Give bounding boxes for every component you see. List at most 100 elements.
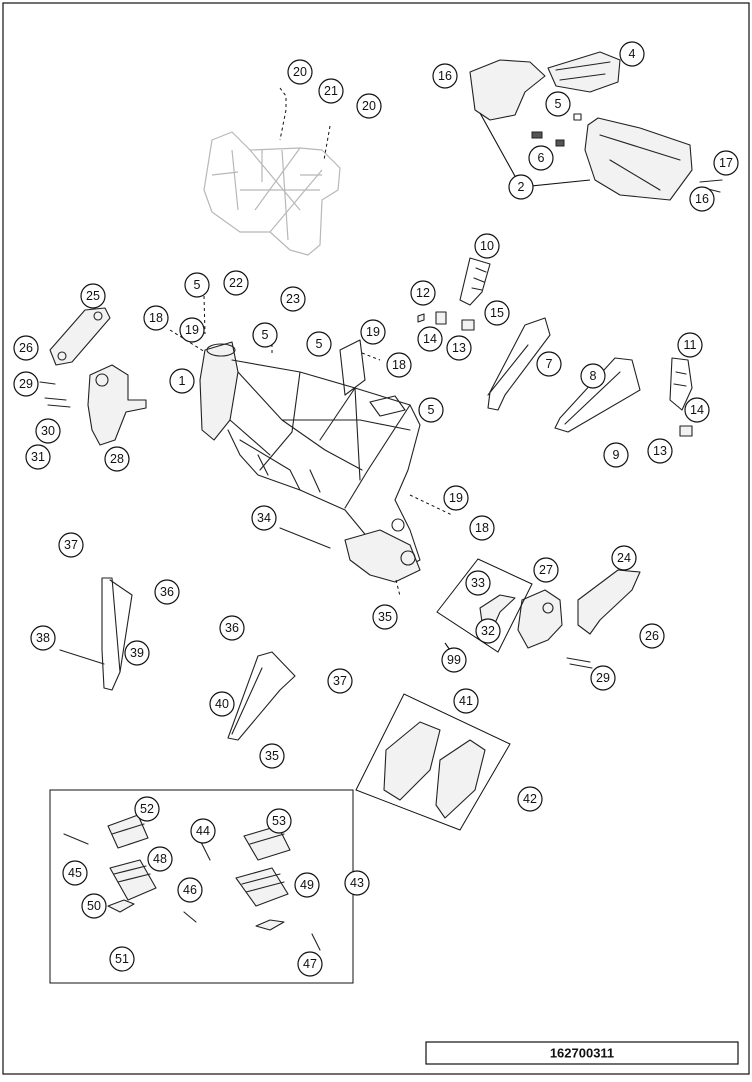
svg-text:26: 26 <box>645 629 659 643</box>
callout-20-a[interactable]: 20 <box>287 59 313 85</box>
svg-text:46: 46 <box>183 883 197 897</box>
callout-46[interactable]: 46 <box>177 877 203 903</box>
svg-text:18: 18 <box>149 311 163 325</box>
svg-text:41: 41 <box>459 694 473 708</box>
callout-16-a[interactable]: 16 <box>432 63 458 89</box>
callout-37-b[interactable]: 37 <box>327 668 353 694</box>
callout-13-b[interactable]: 13 <box>647 438 673 464</box>
svg-text:5: 5 <box>262 328 269 342</box>
callout-34[interactable]: 34 <box>251 505 277 531</box>
callout-26-a[interactable]: 26 <box>13 335 39 361</box>
callout-50[interactable]: 50 <box>81 893 107 919</box>
svg-text:12: 12 <box>416 286 430 300</box>
callout-51[interactable]: 51 <box>109 946 135 972</box>
svg-text:15: 15 <box>490 306 504 320</box>
callout-42[interactable]: 42 <box>517 786 543 812</box>
callout-5-c[interactable]: 5 <box>306 331 332 357</box>
callout-5-b[interactable]: 5 <box>252 322 278 348</box>
svg-text:14: 14 <box>690 403 704 417</box>
svg-text:4: 4 <box>629 47 636 61</box>
svg-text:99: 99 <box>447 653 461 667</box>
svg-text:18: 18 <box>392 358 406 372</box>
callout-22[interactable]: 22 <box>223 270 249 296</box>
callout-33[interactable]: 33 <box>465 570 491 596</box>
svg-text:35: 35 <box>378 610 392 624</box>
svg-text:16: 16 <box>438 69 452 83</box>
svg-text:25: 25 <box>86 289 100 303</box>
callout-45[interactable]: 45 <box>62 860 88 886</box>
callout-16-b[interactable]: 16 <box>689 186 715 212</box>
callout-1[interactable]: 1 <box>169 368 195 394</box>
callout-11[interactable]: 11 <box>677 332 703 358</box>
callout-24[interactable]: 24 <box>611 545 637 571</box>
callout-20-b[interactable]: 20 <box>356 93 382 119</box>
callout-29-a[interactable]: 29 <box>13 371 39 397</box>
callout-15[interactable]: 15 <box>484 300 510 326</box>
callout-26-b[interactable]: 26 <box>639 623 665 649</box>
callout-19-c[interactable]: 19 <box>443 485 469 511</box>
svg-text:26: 26 <box>19 341 33 355</box>
callout-4[interactable]: 4 <box>619 41 645 67</box>
svg-text:17: 17 <box>719 156 733 170</box>
callout-18-b[interactable]: 18 <box>386 352 412 378</box>
callout-99[interactable]: 99 <box>441 647 467 673</box>
callout-43[interactable]: 43 <box>344 870 370 896</box>
callout-5-d[interactable]: 5 <box>418 397 444 423</box>
callout-29-b[interactable]: 29 <box>590 665 616 691</box>
callout-30[interactable]: 30 <box>35 418 61 444</box>
callout-18-a[interactable]: 18 <box>143 305 169 331</box>
callout-36-b[interactable]: 36 <box>219 615 245 641</box>
callout-40[interactable]: 40 <box>209 691 235 717</box>
callout-19-b[interactable]: 19 <box>360 319 386 345</box>
svg-text:37: 37 <box>333 674 347 688</box>
callout-35-a[interactable]: 35 <box>372 604 398 630</box>
callout-6[interactable]: 6 <box>528 145 554 171</box>
callout-14-b[interactable]: 14 <box>684 397 710 423</box>
callout-52[interactable]: 52 <box>134 796 160 822</box>
callout-27[interactable]: 27 <box>533 557 559 583</box>
svg-text:29: 29 <box>19 377 33 391</box>
svg-text:29: 29 <box>596 671 610 685</box>
callout-23[interactable]: 23 <box>280 286 306 312</box>
svg-text:40: 40 <box>215 697 229 711</box>
callout-38[interactable]: 38 <box>30 625 56 651</box>
callout-5-top[interactable]: 5 <box>545 91 571 117</box>
callout-53[interactable]: 53 <box>266 808 292 834</box>
callout-48[interactable]: 48 <box>147 846 173 872</box>
callout-31[interactable]: 31 <box>25 444 51 470</box>
callout-12[interactable]: 12 <box>410 280 436 306</box>
callout-41[interactable]: 41 <box>453 688 479 714</box>
svg-text:38: 38 <box>36 631 50 645</box>
ghost-frame-outline <box>203 131 341 256</box>
svg-text:35: 35 <box>265 749 279 763</box>
callout-7[interactable]: 7 <box>536 351 562 377</box>
callout-25[interactable]: 25 <box>80 283 106 309</box>
callout-5-a[interactable]: 5 <box>184 272 210 298</box>
callout-19-a[interactable]: 19 <box>179 317 205 343</box>
callout-36-a[interactable]: 36 <box>154 579 180 605</box>
callout-44[interactable]: 44 <box>190 818 216 844</box>
callout-37-a[interactable]: 37 <box>58 532 84 558</box>
svg-text:36: 36 <box>160 585 174 599</box>
callout-18-c[interactable]: 18 <box>469 515 495 541</box>
group-41-box <box>355 693 511 831</box>
callout-47[interactable]: 47 <box>297 951 323 977</box>
callout-28[interactable]: 28 <box>104 446 130 472</box>
callout-14-a[interactable]: 14 <box>417 326 443 352</box>
callout-35-b[interactable]: 35 <box>259 743 285 769</box>
callout-39[interactable]: 39 <box>124 640 150 666</box>
callout-13-a[interactable]: 13 <box>446 335 472 361</box>
callout-32[interactable]: 32 <box>475 618 501 644</box>
svg-text:30: 30 <box>41 424 55 438</box>
callout-10[interactable]: 10 <box>474 233 500 259</box>
svg-text:5: 5 <box>555 97 562 111</box>
callout-49[interactable]: 49 <box>294 872 320 898</box>
callout-9[interactable]: 9 <box>603 442 629 468</box>
svg-text:50: 50 <box>87 899 101 913</box>
svg-text:33: 33 <box>471 576 485 590</box>
callout-17[interactable]: 17 <box>713 150 739 176</box>
callout-21[interactable]: 21 <box>318 78 344 104</box>
callout-2[interactable]: 2 <box>508 174 534 200</box>
callout-8[interactable]: 8 <box>580 363 606 389</box>
